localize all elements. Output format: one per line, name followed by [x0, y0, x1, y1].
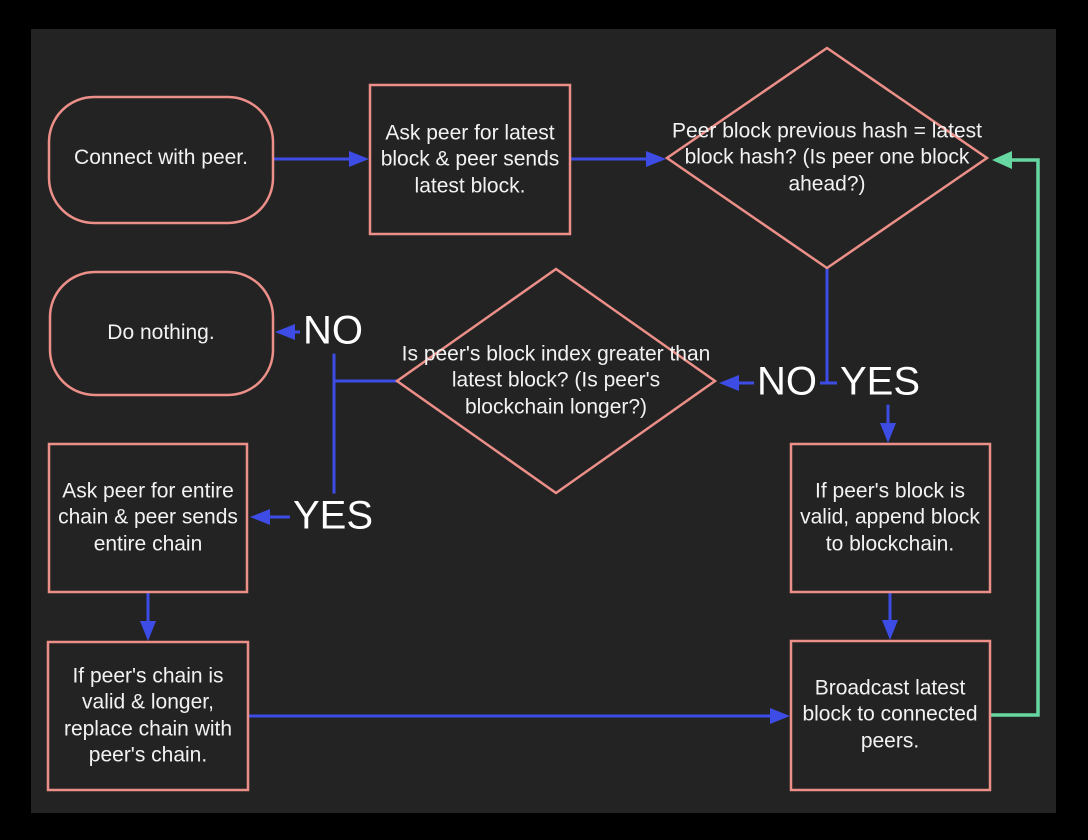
edge-replace-chain-to-broadcast-arrowhead [770, 708, 790, 724]
ask-chain-node-label: Ask peer for entire chain & peer sends e… [58, 479, 238, 556]
index-check-node-label: Is peer's block index greater than lates… [401, 342, 711, 419]
ask-latest-node-label: Ask peer for latest block & peer sends l… [380, 121, 560, 198]
edge-broadcast-to-hash-check [990, 158, 1040, 717]
index-check-node-shape [394, 267, 718, 495]
ask-chain-node-shape [47, 442, 249, 594]
append-block-node-label: If peer's block is valid, append block t… [800, 479, 980, 556]
edge-hash-check-no-arrowhead [719, 375, 739, 391]
hash-check-yes-label: YES [836, 359, 924, 405]
hash-check-no-label: NO [754, 359, 820, 405]
edge-ask-latest-to-hash-check-arrowhead [646, 151, 666, 167]
edge-connect-to-ask-latest-arrowhead [349, 151, 369, 167]
diagram-canvas [31, 29, 1056, 813]
index-check-yes-label: YES [289, 493, 377, 539]
ask-latest-node-shape [368, 83, 572, 236]
do-nothing-node-shape [48, 270, 275, 397]
replace-chain-node-shape [46, 640, 250, 792]
append-block-node-shape [789, 442, 992, 594]
edge-hash-check-yes-arrowhead [880, 423, 896, 443]
replace-chain-node-label: If peer's chain is valid & longer, repla… [63, 664, 233, 767]
edge-ask-chain-to-replace-chain-arrowhead [140, 621, 156, 641]
edge-index-check-no-arrowhead [275, 324, 295, 340]
edge-index-check-yes-arrowhead [250, 509, 270, 525]
edge-broadcast-to-hash-check-arrowhead [992, 151, 1012, 169]
connect-node-shape [47, 95, 275, 225]
broadcast-node-shape [789, 639, 992, 792]
do-nothing-node-label: Do nothing. [107, 320, 215, 344]
edge-append-block-to-broadcast-arrowhead [882, 620, 898, 640]
connect-node-label: Connect with peer. [74, 145, 248, 169]
index-check-no-label: NO [300, 308, 366, 354]
hash-check-node-shape [664, 46, 990, 270]
hash-check-node-label: Peer block previous hash = latest block … [672, 119, 982, 196]
broadcast-node-label: Broadcast latest block to connected peer… [802, 676, 978, 753]
